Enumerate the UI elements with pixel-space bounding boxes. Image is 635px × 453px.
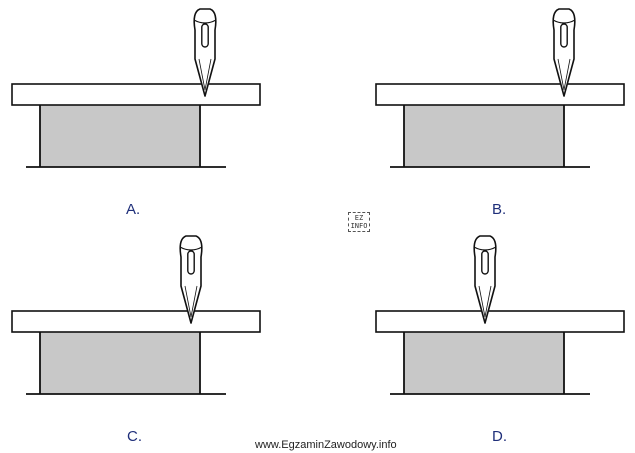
option-label-a: A. xyxy=(126,201,141,218)
option-label-c: C. xyxy=(127,428,142,445)
setup-a xyxy=(11,83,261,168)
scriber-icon xyxy=(552,8,576,97)
scriber-icon xyxy=(473,235,497,324)
plate-and-block-c xyxy=(11,310,261,395)
plate-and-block-a xyxy=(11,83,261,168)
logo-line-1: EZ xyxy=(354,214,364,222)
plate-and-block-b xyxy=(375,83,625,168)
setup-c xyxy=(11,310,261,395)
option-label-d: D. xyxy=(492,428,507,445)
scriber-icon xyxy=(193,8,217,97)
ez-info-logo: EZ INFO xyxy=(348,212,370,232)
logo-line-2: INFO xyxy=(350,222,368,230)
setup-d xyxy=(375,310,625,395)
watermark-text: www.EgzaminZawodowy.info xyxy=(255,439,397,451)
setup-b xyxy=(375,83,625,168)
option-label-b: B. xyxy=(492,201,507,218)
scriber-icon xyxy=(179,235,203,324)
plate-and-block-d xyxy=(375,310,625,395)
